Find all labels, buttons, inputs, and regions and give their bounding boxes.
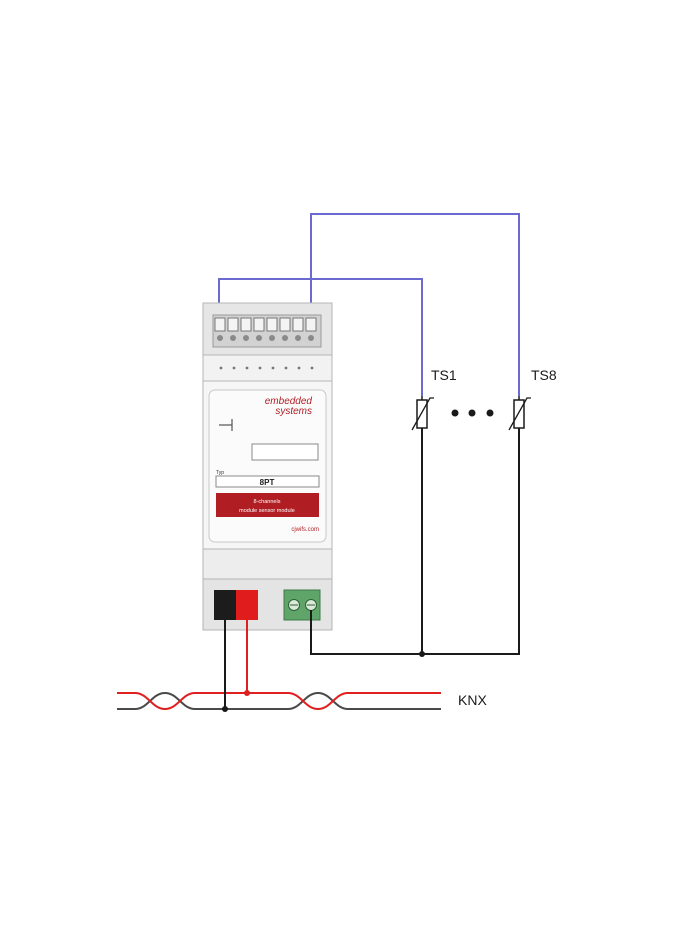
ellipsis-dots bbox=[451, 409, 494, 417]
knx-label: KNX bbox=[458, 692, 487, 708]
knx-red-junction bbox=[244, 690, 250, 696]
type-caption: Typ bbox=[216, 470, 224, 476]
blue-wire-ts1 bbox=[218, 278, 423, 396]
blue-wire-ts8 bbox=[310, 213, 520, 396]
blue-wires bbox=[218, 213, 520, 396]
device-lower-section bbox=[202, 548, 333, 580]
thermistor-ts8 bbox=[508, 396, 531, 431]
type-field bbox=[215, 475, 320, 488]
knx-bus-connector bbox=[214, 590, 258, 620]
knx-bus-gray-wire bbox=[117, 691, 441, 710]
knx-black-terminal bbox=[214, 590, 236, 620]
product-line-2: module sensor module bbox=[239, 508, 295, 514]
label-window bbox=[251, 443, 319, 461]
product-label bbox=[216, 493, 319, 517]
ts8-label: TS8 bbox=[531, 367, 557, 383]
type-value: 8PT bbox=[260, 478, 275, 487]
sensor-common-connector bbox=[283, 589, 321, 621]
ts1-label: TS1 bbox=[431, 367, 457, 383]
knx-bus-cable bbox=[117, 691, 441, 711]
knx-bus-red-wire bbox=[117, 692, 441, 711]
thermistor-ts1 bbox=[411, 396, 434, 431]
website-text: cjwifs.com bbox=[291, 527, 319, 533]
brand-line-2: systems bbox=[275, 406, 312, 417]
junction-dot bbox=[419, 651, 425, 657]
sensor-module-device: embedded systems Typ 8PT 8-channels modu… bbox=[202, 302, 333, 631]
programming-button-icon bbox=[219, 419, 233, 431]
terminal-block bbox=[212, 314, 322, 348]
terminal-number-strip bbox=[202, 354, 333, 382]
common-return-wire bbox=[310, 428, 520, 655]
product-line-1: 8-channels bbox=[254, 499, 281, 505]
knx-black-junction bbox=[222, 706, 228, 712]
knx-red-terminal bbox=[236, 590, 258, 620]
brand-line-1: embedded bbox=[265, 396, 313, 407]
terminal-screw bbox=[214, 317, 317, 332]
